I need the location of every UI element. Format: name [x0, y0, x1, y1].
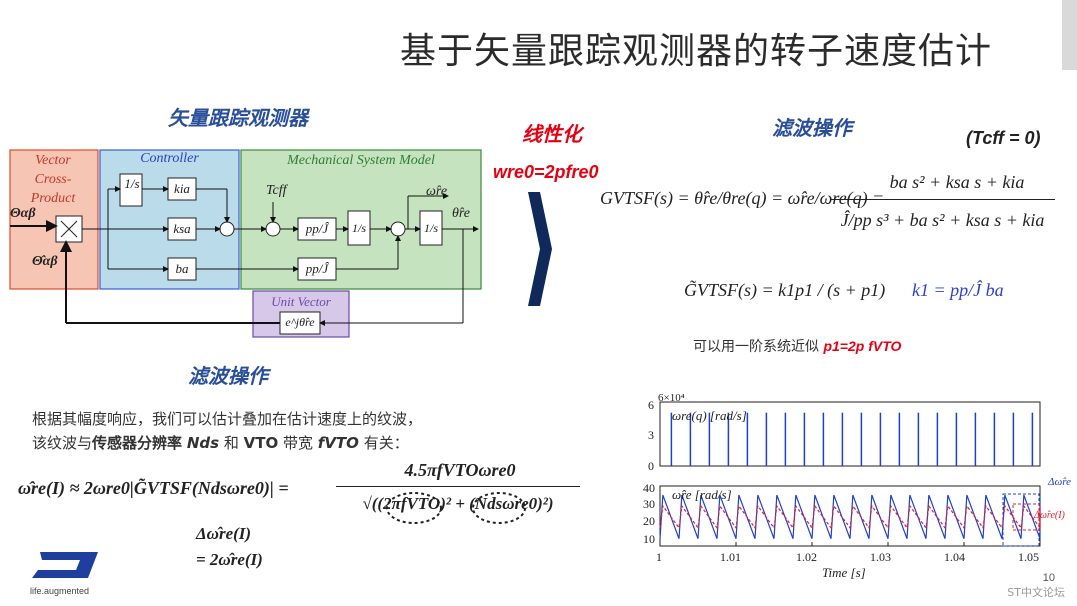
- fvto-highlight: [386, 492, 442, 524]
- top-scale-label: 6×10⁴: [658, 392, 685, 404]
- bottom-series-1: [659, 504, 1041, 530]
- gvtsf-numerator: ba s² + ksa s + kia: [889, 172, 1025, 192]
- ba-label: ba: [175, 261, 189, 276]
- top-ytick-0: 0: [648, 459, 654, 473]
- logo-tagline: life.augmented: [30, 586, 90, 596]
- vector-cross-product-label: Vector Cross- Product: [30, 153, 76, 206]
- integrator3-label: 1/s: [423, 221, 438, 235]
- filter-heading-left: 滤波操作: [188, 364, 268, 388]
- gvtsf-fraction-bar: [830, 199, 1055, 200]
- vector-cross-product-region: [9, 149, 99, 290]
- k1-definition: k1 = pp/Ĵ ba: [912, 280, 1004, 300]
- tcff-signal: Tcff: [266, 183, 287, 198]
- bottom-ytick-10: 10: [643, 532, 655, 546]
- bottom-series-0: [659, 494, 1041, 539]
- xtick-105: 1.05: [1018, 550, 1039, 564]
- ripple-formula-num: 4.5πfVTOωre0: [404, 460, 516, 480]
- input-theta-hat: Θ̂αβ: [32, 254, 58, 269]
- top-ytick-6: 6: [648, 398, 654, 412]
- integrator1-label: 1/s: [124, 176, 140, 191]
- theta-hat-signal: θ̂re: [452, 206, 471, 221]
- top-ytick-3: 3: [648, 428, 654, 442]
- omega-hat-signal: ω̂re: [426, 184, 448, 199]
- top-plot-frame: [659, 401, 1041, 467]
- bottom-ylabel: ω̂re [rad/s]: [672, 487, 732, 502]
- xtick-101: 1.01: [720, 550, 741, 564]
- exp-label: e^jθ̂re: [285, 315, 315, 329]
- ppj1-label: pp/Ĵ: [305, 221, 329, 236]
- filter-heading-right: 滤波操作: [772, 116, 852, 140]
- block-diagram: [9, 149, 482, 338]
- slide-title: 基于矢量跟踪观测器的转子速度估计: [400, 31, 993, 72]
- gvtsf-lhs: GVTSF(s) = θ̂re/θre(q) = ω̂re/ωre(q) =: [600, 188, 885, 208]
- ripple-box-inner: [1012, 503, 1040, 531]
- watermark: ST中文论坛: [1007, 586, 1065, 599]
- bottom-ytick-40: 40: [643, 481, 655, 495]
- tcff-zero: (Tcff = 0): [966, 128, 1041, 148]
- nds-highlight: [472, 492, 526, 524]
- kia-label: kia: [174, 181, 190, 196]
- xtick-1: 1: [656, 550, 662, 564]
- delta-omega-eq: = 2ω̂re(I): [196, 550, 263, 569]
- xtick-104: 1.04: [944, 550, 965, 564]
- page-number: 10: [1042, 572, 1055, 584]
- delta-omega: Δω̂re(I): [196, 524, 252, 543]
- observer-heading: 矢量跟踪观测器: [168, 106, 308, 130]
- ripple-formula-lhs: ω̂re(I) ≈ 2ωre0|G̃VTSF(Ndsωre0)| =: [18, 478, 289, 498]
- integrator2-label: 1/s: [351, 221, 366, 235]
- xtick-103: 1.03: [870, 550, 891, 564]
- ppj2-label: pp/Ĵ: [305, 261, 329, 276]
- ksa-label: ksa: [173, 221, 191, 236]
- title-accent-bar: [1062, 0, 1077, 70]
- input-theta: Θαβ: [10, 206, 36, 221]
- top-ylabel: ωre(q) [rad/s]: [672, 408, 747, 423]
- ripple-text-2: 该纹波与传感器分辨率 Nds 和 VTO 带宽 fVTO 有关：: [32, 434, 409, 452]
- ripple-annotation-inner: Δω̂re(I): [1034, 510, 1065, 521]
- xtick-102: 1.02: [796, 550, 817, 564]
- bottom-ytick-20: 20: [643, 514, 655, 528]
- ripple-formula-den: √((2πfVTO)² + (Ndsωre0)²): [362, 494, 554, 513]
- ripple-text-1: 根据其幅度响应，我们可以估计叠加在估计速度上的纹波，: [32, 410, 423, 428]
- approx-note: 可以用一阶系统近似 p1=2p fVTO: [693, 338, 902, 355]
- controller-label: Controller: [140, 151, 199, 166]
- ripple-annotation-outer: Δω̂re: [1048, 476, 1071, 488]
- ripple-fraction-bar: [336, 486, 580, 487]
- gvtsf-denominator: Ĵ/pp s³ + ba s² + ksa s + kia: [840, 210, 1045, 230]
- unit-vector-label: Unit Vector: [271, 294, 331, 309]
- arrow-right-icon: [528, 192, 552, 306]
- linearization-eq: wre0=2pfre0: [493, 162, 599, 182]
- mechanical-system-label: Mechanical System Model: [287, 153, 435, 168]
- bottom-ytick-30: 30: [643, 497, 655, 511]
- st-logo-icon: [32, 552, 98, 578]
- approx-tf: G̃VTSF(s) = k1p1 / (s + p1): [684, 280, 886, 300]
- bottom-xlabel: Time [s]: [822, 565, 866, 580]
- waveform-plots: [659, 401, 1041, 547]
- linearization-heading: 线性化: [522, 122, 582, 146]
